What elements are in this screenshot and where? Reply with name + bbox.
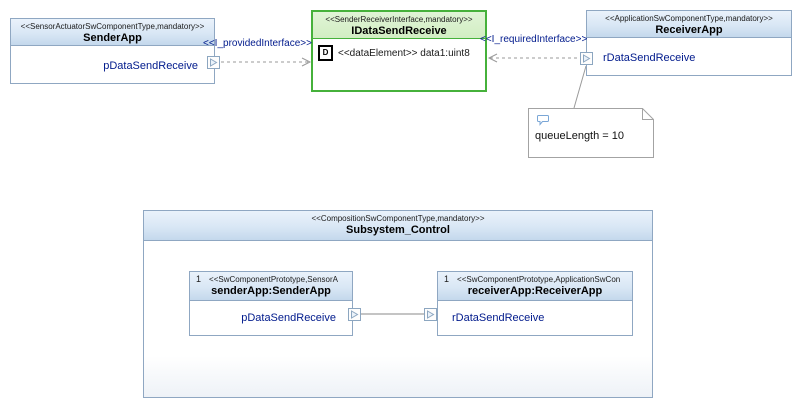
required-interface-label: <<I_requiredInterface>> [480, 34, 588, 45]
interface-stereotype: <<SenderReceiverInterface,mandatory>> [325, 15, 473, 24]
interface-box[interactable]: <<SenderReceiverInterface,mandatory>> ID… [311, 10, 487, 92]
sender-prototype-multiplicity: 1 [196, 274, 202, 284]
sender-pport-icon[interactable] [207, 56, 220, 69]
note-anchor-line [573, 65, 587, 109]
provided-interface-label: <<I_providedInterface>> [203, 38, 312, 49]
receiver-prototype-rport-icon[interactable] [424, 308, 437, 321]
sender-prototype-pport-icon[interactable] [348, 308, 361, 321]
data-element-icon: D [318, 45, 333, 61]
receiver-prototype-stereotype: <<SwComponentPrototype,ApplicationSwCon [457, 275, 621, 284]
sender-app-component[interactable]: <<SensorActuatorSwComponentType,mandator… [10, 18, 215, 84]
composition-stereotype: <<CompositionSwComponentType,mandatory>> [311, 214, 485, 223]
receiver-prototype-header: 1 <<SwComponentPrototype,ApplicationSwCo… [438, 272, 632, 301]
comment-icon [536, 114, 551, 127]
composition-box[interactable]: <<CompositionSwComponentType,mandatory>>… [143, 210, 653, 398]
composition-header: <<CompositionSwComponentType,mandatory>>… [144, 211, 652, 241]
interface-name: IDataSendReceive [351, 25, 447, 37]
receiver-prototype-box[interactable]: 1 <<SwComponentPrototype,ApplicationSwCo… [437, 271, 633, 336]
note-outline [528, 108, 654, 158]
receiver-rport-icon[interactable] [580, 52, 593, 65]
sender-prototype-box[interactable]: 1 <<SwComponentPrototype,SensorA senderA… [189, 271, 353, 336]
data-element-row[interactable]: D <<dataElement>> data1:uint8 [313, 39, 485, 61]
queue-length-note[interactable]: queueLength = 10 [528, 108, 654, 158]
provided-interface-connector [221, 57, 312, 67]
required-interface-connector [487, 53, 580, 63]
receiver-port-label: rDataSendReceive [603, 51, 696, 64]
sender-app-name: SenderApp [83, 32, 142, 44]
sender-prototype-port-label: pDataSendReceive [241, 312, 336, 324]
receiver-app-component[interactable]: <<ApplicationSwComponentType,mandatory>>… [586, 10, 792, 76]
composition-name: Subsystem_Control [346, 224, 450, 236]
receiver-app-name: ReceiverApp [655, 24, 723, 36]
receiver-prototype-port-label: rDataSendReceive [452, 312, 545, 324]
sender-app-header: <<SensorActuatorSwComponentType,mandator… [11, 19, 214, 46]
receiver-prototype-multiplicity: 1 [444, 274, 450, 284]
sender-app-stereotype: <<SensorActuatorSwComponentType,mandator… [20, 22, 205, 31]
receiver-app-header: <<ApplicationSwComponentType,mandatory>>… [587, 11, 791, 38]
interface-header: <<SenderReceiverInterface,mandatory>> ID… [313, 12, 485, 39]
sender-prototype-name: senderApp:SenderApp [211, 285, 331, 297]
sender-prototype-stereotype: <<SwComponentPrototype,SensorA [209, 275, 338, 284]
sender-prototype-header: 1 <<SwComponentPrototype,SensorA senderA… [190, 272, 352, 301]
receiver-prototype-name: receiverApp:ReceiverApp [467, 285, 603, 297]
note-text: queueLength = 10 [535, 130, 625, 142]
data-element-text: <<dataElement>> data1:uint8 [338, 47, 470, 59]
receiver-app-stereotype: <<ApplicationSwComponentType,mandatory>> [605, 14, 773, 23]
sender-port-label: pDataSendReceive [103, 59, 198, 72]
